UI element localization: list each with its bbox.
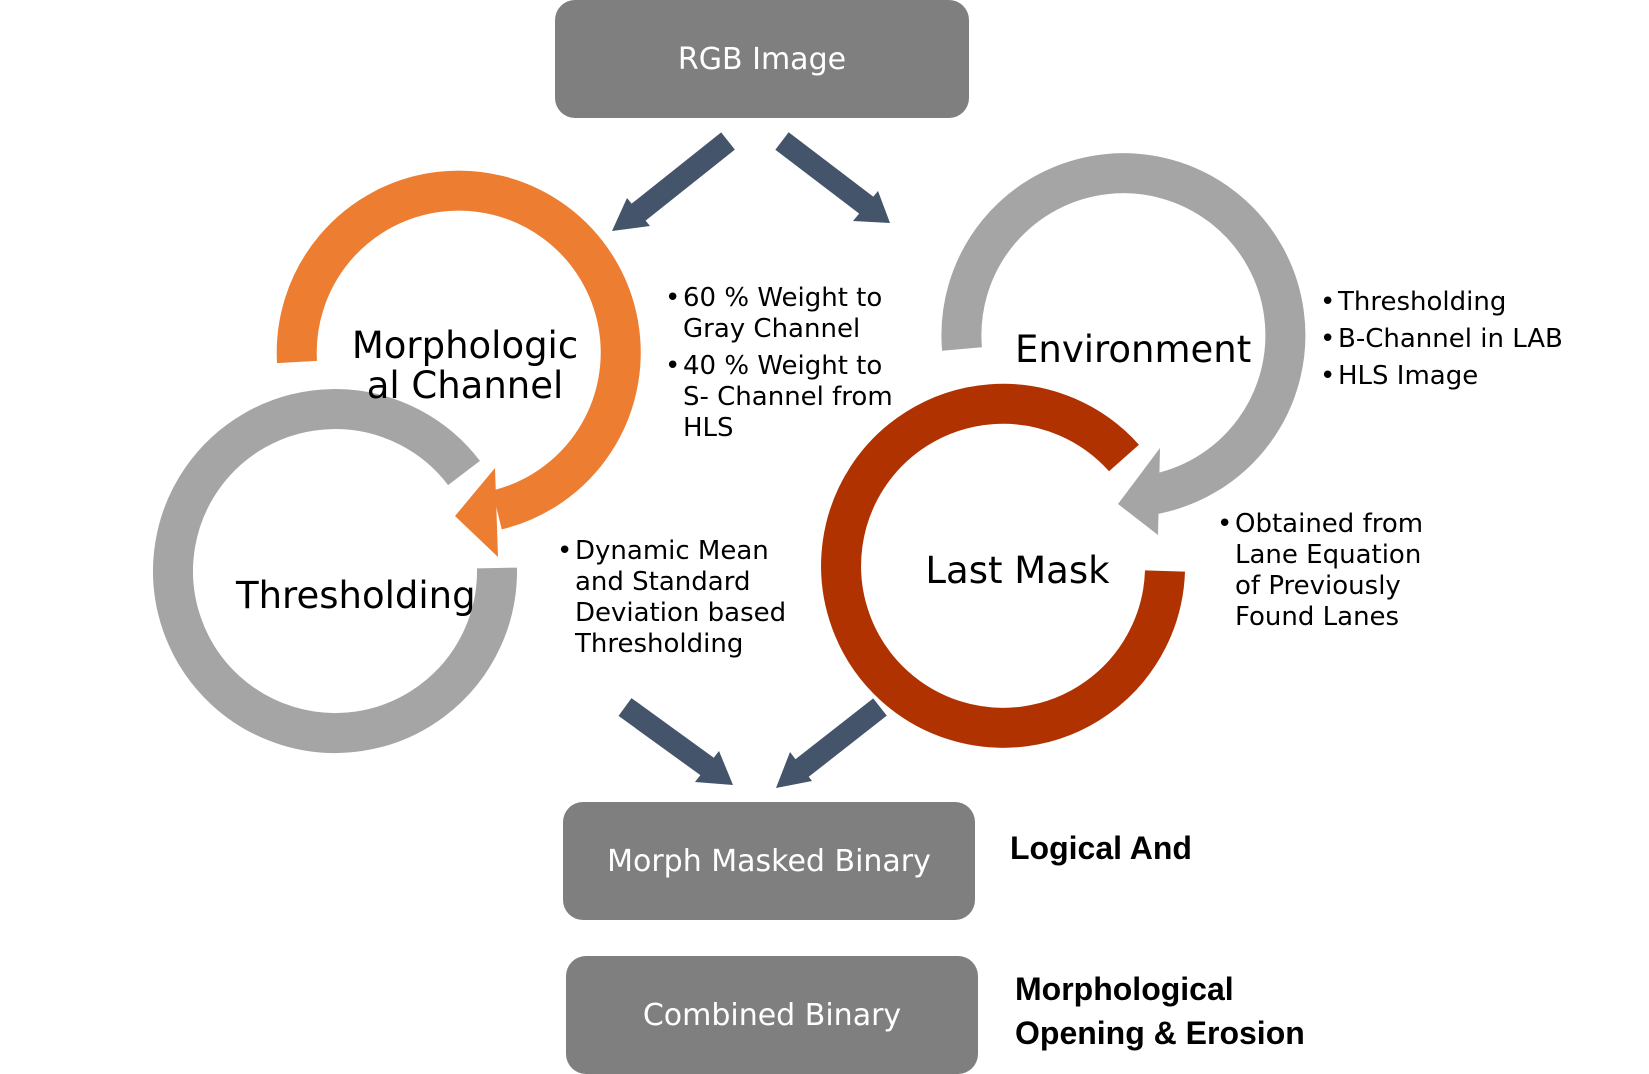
environment-note-item: Thresholding <box>1320 287 1620 318</box>
morph-masked-binary-box: Morph Masked Binary <box>563 802 975 920</box>
environment-note-item: B-Channel in LAB <box>1320 324 1620 355</box>
morphological-channel-label: Morphologic al Channel <box>351 324 579 407</box>
morphological-note-item: 60 % Weight to Gray Channel <box>665 283 925 345</box>
arrow-thresholding-to-morph-masked <box>618 698 733 785</box>
thresholding-notes: Dynamic Mean and Standard Deviation base… <box>557 536 807 666</box>
combined-binary-box: Combined Binary <box>566 956 978 1074</box>
thresholding-cycle-arc <box>153 389 518 753</box>
arrow-rgb-to-environment <box>775 132 890 223</box>
environment-note-item: HLS Image <box>1320 361 1620 392</box>
environment-label: Environment <box>1015 328 1252 371</box>
environment-notes: Thresholding B-Channel in LAB HLS Image <box>1320 287 1620 398</box>
morphological-cycle-arc <box>276 170 641 530</box>
last-mask-label: Last Mask <box>925 549 1110 592</box>
thresholding-note-item: Dynamic Mean and Standard Deviation base… <box>557 536 807 660</box>
last-mask-cycle-arc <box>821 383 1185 748</box>
last-mask-notes: Obtained from Lane Equation of Previousl… <box>1217 509 1467 639</box>
arrow-rgb-to-morphological <box>612 132 735 231</box>
rgb-image-box: RGB Image <box>555 0 969 118</box>
morphological-opening-erosion-label: Morphological Opening & Erosion <box>1015 971 1305 1051</box>
rgb-image-label: RGB Image <box>677 41 847 77</box>
morphological-channel-notes: 60 % Weight to Gray Channel 40 % Weight … <box>665 283 925 450</box>
arrow-last-mask-to-morph-masked <box>776 698 887 788</box>
combined-binary-label: Combined Binary <box>642 997 902 1033</box>
morphological-note-item: 40 % Weight to S- Channel from HLS <box>665 351 925 444</box>
morph-masked-binary-label: Morph Masked Binary <box>607 843 931 879</box>
environment-cycle-arc <box>941 153 1306 515</box>
morphological-cycle-arrowhead <box>455 468 498 557</box>
logical-and-label: Logical And <box>1010 830 1192 866</box>
thresholding-label: Thresholding <box>236 574 476 617</box>
environment-cycle-arrowhead <box>1118 448 1160 535</box>
last-mask-note-item: Obtained from Lane Equation of Previousl… <box>1217 509 1467 633</box>
